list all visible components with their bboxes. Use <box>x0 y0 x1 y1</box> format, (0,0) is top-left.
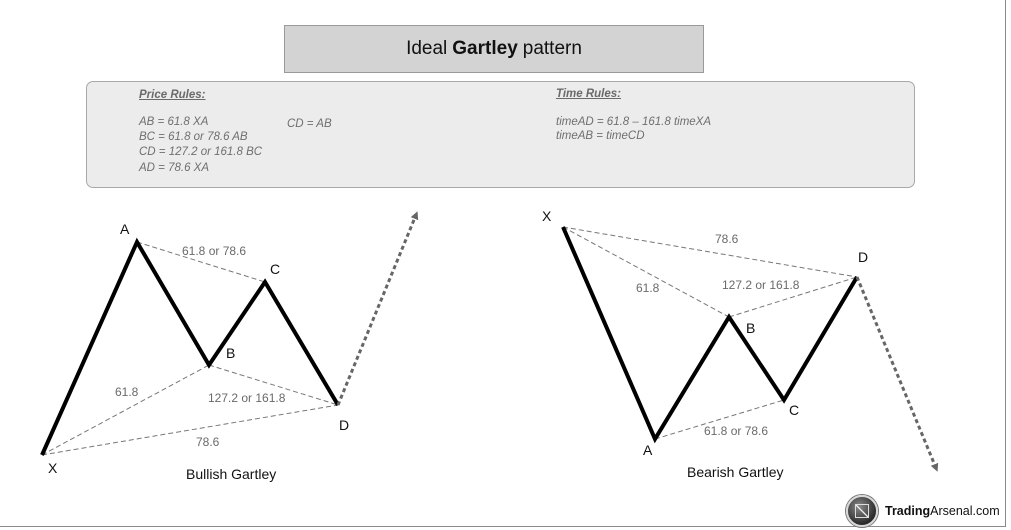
price-rule-line: AD = 78.6 XA <box>139 162 209 174</box>
brand-name: TradingArsenal.com <box>885 504 1000 518</box>
time-rules-heading: Time Rules: <box>556 88 621 100</box>
bearish-ratio-bc: 61.8 or 78.6 <box>704 424 768 438</box>
bullish-point-c: C <box>270 261 280 277</box>
bullish-point-x: X <box>48 460 58 476</box>
bearish-ratio-line-xb <box>562 226 730 318</box>
bearish-point-x: X <box>542 208 552 224</box>
bearish-caption: Bearish Gartley <box>687 464 783 480</box>
trading-arsenal-logo-icon <box>846 495 878 527</box>
title-banner: Ideal Gartley pattern <box>284 25 704 73</box>
bullish-point-a: A <box>120 221 130 237</box>
bullish-point-d: D <box>339 417 349 433</box>
bullish-ratio-line-ac <box>136 241 266 283</box>
bullish-ratio-bc: 61.8 or 78.6 <box>182 244 246 258</box>
bearish-pattern: X D B C A 78.6 61.8 127.2 or 161.8 61.8 … <box>542 208 939 480</box>
bearish-point-d: D <box>858 249 868 265</box>
bearish-projection-arrow <box>855 276 939 472</box>
bullish-ratio-line-bd <box>208 364 339 406</box>
bearish-ratio-ad: 78.6 <box>715 232 739 246</box>
bearish-point-c: C <box>789 402 799 418</box>
bearish-ratio-line-bd <box>728 276 858 318</box>
bullish-ratio-cd: 127.2 or 161.8 <box>208 391 286 405</box>
title-bold: Gartley <box>452 38 518 59</box>
bullish-ratio-line-xb <box>41 364 210 456</box>
bearish-point-b: B <box>746 320 755 336</box>
price-rule-extra: CD = AB <box>287 118 332 130</box>
brand-name-rest: Arsenal.com <box>930 504 1000 518</box>
bullish-pattern: A B C D X 61.8 or 78.6 61.8 127.2 or 161… <box>40 211 419 482</box>
bearish-zigzag <box>561 226 859 444</box>
rules-panel: Price Rules: AB = 61.8 XA BC = 61.8 or 7… <box>86 81 915 188</box>
brand-footer: TradingArsenal.com <box>846 495 1000 527</box>
bullish-caption: Bullish Gartley <box>186 466 276 482</box>
bullish-ratio-ab: 61.8 <box>115 385 139 399</box>
bullish-ratio-ad: 78.6 <box>196 435 220 449</box>
time-rule-line: timeAB = timeCD <box>556 130 645 142</box>
bearish-ratio-line-ac <box>654 399 785 440</box>
bullish-projection-arrow <box>336 211 419 406</box>
bullish-point-b: B <box>226 345 235 361</box>
bearish-ratio-ab: 61.8 <box>636 281 660 295</box>
title-prefix: Ideal <box>406 38 448 59</box>
brand-name-bold: Trading <box>885 504 931 518</box>
time-rule-line: timeAD = 61.8 – 161.8 timeXA <box>556 116 712 128</box>
price-rule-line: BC = 61.8 or 78.6 AB <box>139 131 248 143</box>
price-rule-line: CD = 127.2 or 161.8 BC <box>139 146 263 158</box>
title-suffix: pattern <box>522 38 582 59</box>
bearish-ratio-cd: 127.2 or 161.8 <box>722 278 800 292</box>
bullish-ratio-line-xd <box>41 404 339 456</box>
bearish-ratio-line-xd <box>562 226 858 278</box>
bearish-point-a: A <box>643 442 653 458</box>
price-rules-heading: Price Rules: <box>139 89 206 101</box>
price-rule-line: AB = 61.8 XA <box>139 116 209 128</box>
bullish-zigzag <box>40 237 340 456</box>
